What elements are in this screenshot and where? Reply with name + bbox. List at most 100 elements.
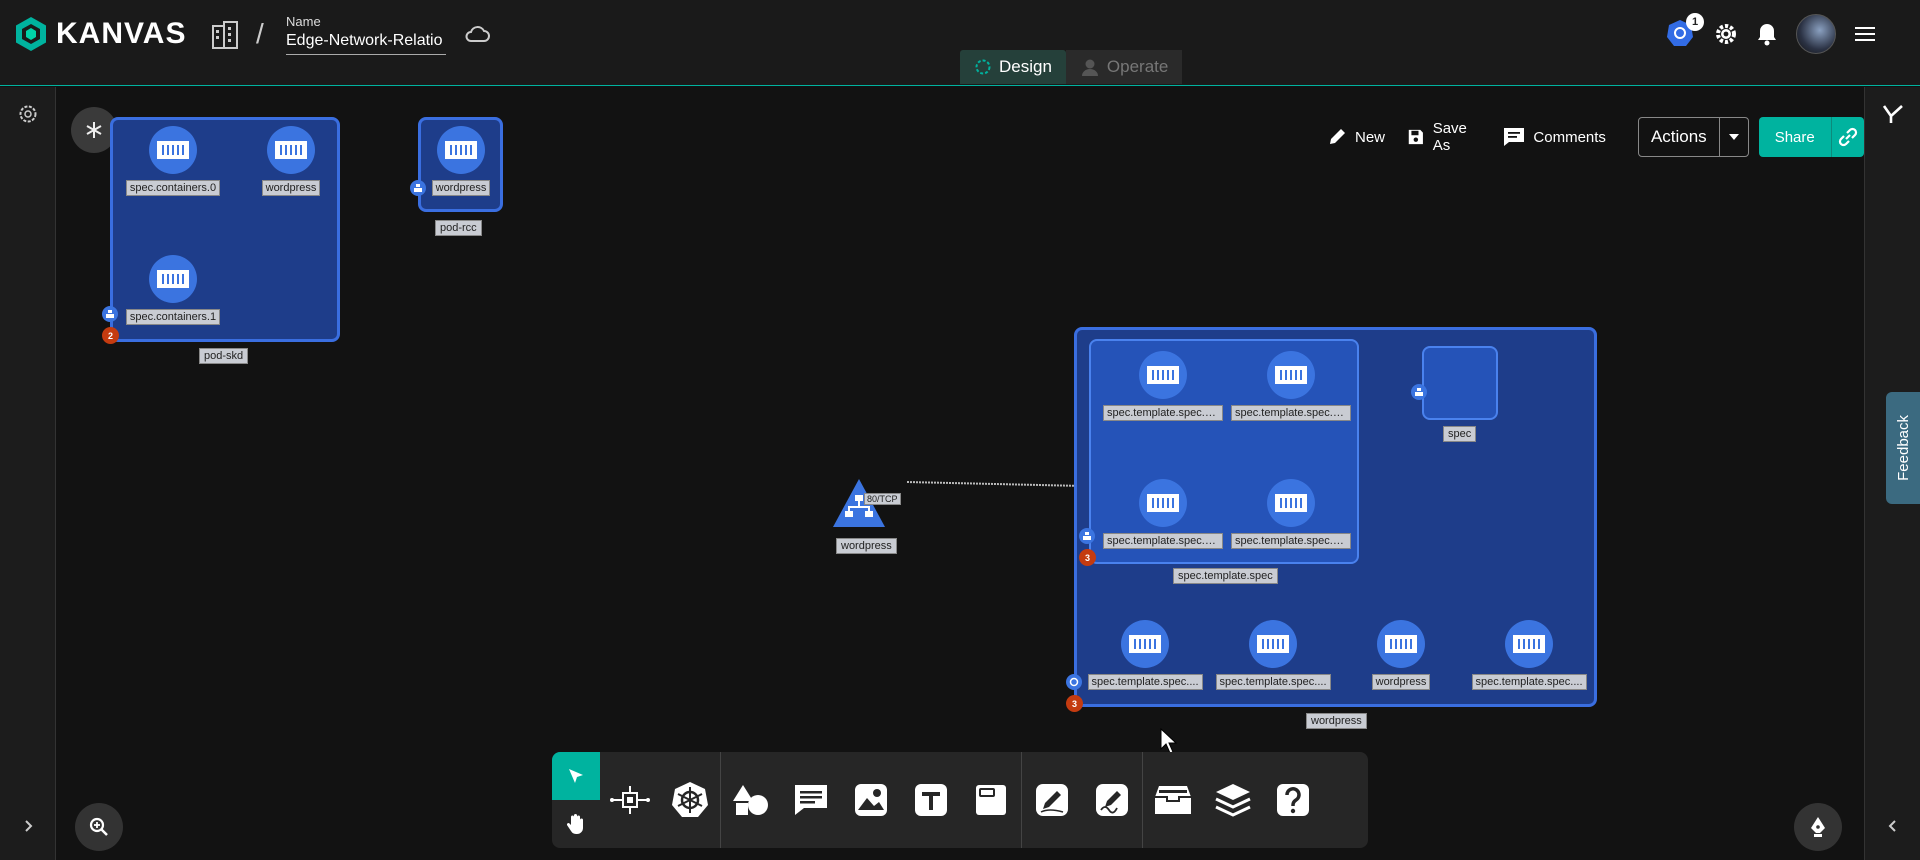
components-tool[interactable] (600, 752, 660, 848)
container-node[interactable]: wordpress (241, 126, 341, 196)
expand-right-panel-button[interactable] (1878, 811, 1908, 841)
group-pod-skd[interactable]: spec.containers.0 wordpress spec.contain… (110, 117, 340, 342)
shapes-icon (732, 783, 770, 817)
app-name: KANVAS (56, 17, 186, 51)
canvas-toolbar: New Save As Comments Actions Share (1327, 117, 1864, 157)
node-label: spec.template.spec.... (1088, 674, 1203, 690)
pen-nib-icon (1808, 816, 1828, 838)
section-icon (974, 783, 1008, 817)
pan-tool[interactable] (552, 800, 600, 848)
menu-icon[interactable] (1854, 25, 1876, 43)
container-icon (1139, 351, 1187, 399)
help-tool[interactable] (1263, 752, 1323, 848)
container-icon (1377, 620, 1425, 668)
freehand-tool[interactable] (1082, 752, 1142, 848)
comments-button[interactable]: Comments (1503, 127, 1606, 147)
group-spec-template-spec[interactable]: spec.template.spec.s... spec.template.sp… (1089, 339, 1359, 564)
text-icon (914, 783, 948, 817)
design-canvas[interactable]: New Save As Comments Actions Share (57, 87, 1863, 860)
comments-label: Comments (1533, 129, 1606, 146)
deployment-icon (1066, 674, 1082, 690)
copy-link-button[interactable] (1832, 117, 1864, 157)
actions-dropdown[interactable]: Actions (1638, 117, 1749, 157)
image-icon (854, 783, 888, 817)
node-label: spec.template.spec.... (1472, 674, 1587, 690)
container-icon (267, 126, 315, 174)
container-node[interactable]: wordpress (1341, 620, 1461, 690)
node-label: spec.template.spec.s... (1231, 533, 1351, 549)
edge-label: 80/TCP (864, 493, 901, 505)
meshery-gear-icon (18, 104, 38, 124)
design-explorer-button[interactable] (13, 99, 43, 129)
container-node[interactable]: spec.template.spec.s... (1103, 479, 1223, 549)
container-icon (1139, 479, 1187, 527)
design-name-input[interactable] (286, 30, 446, 55)
annotation-pen-button[interactable] (1794, 803, 1842, 851)
group-label: spec (1443, 426, 1476, 442)
share-button[interactable]: Share (1759, 117, 1832, 157)
new-label: New (1355, 129, 1385, 146)
helm-icon (671, 781, 709, 819)
container-node[interactable]: spec.template.spec.s... (1231, 351, 1351, 421)
image-tool[interactable] (841, 752, 901, 848)
tab-operate[interactable]: Operate (1066, 50, 1182, 84)
kubernetes-contexts-button[interactable]: 1 (1666, 19, 1696, 49)
pen-draw-tool[interactable] (1022, 752, 1082, 848)
group-label: pod-rcc (435, 220, 482, 236)
child-count-badge: 2 (102, 327, 119, 344)
container-node[interactable]: spec.template.spec.... (1213, 620, 1333, 690)
pointer-icon (566, 766, 586, 786)
tab-design-label: Design (999, 57, 1052, 77)
select-tool[interactable] (552, 752, 600, 800)
kanvas-logo[interactable]: KANVAS (14, 16, 186, 52)
zoom-icon (89, 817, 109, 837)
container-node[interactable]: spec.template.spec.s... (1231, 479, 1351, 549)
new-button[interactable]: New (1327, 127, 1385, 147)
actions-dropdown-toggle[interactable] (1720, 118, 1748, 156)
component-icon (610, 785, 650, 815)
group-pod-rcc[interactable]: wordpress (418, 117, 503, 212)
service-node[interactable] (829, 477, 889, 534)
container-node[interactable]: spec.containers.1 (113, 255, 233, 325)
tab-design[interactable]: Design (960, 50, 1066, 84)
kanvas-logo-icon (14, 16, 48, 52)
name-label: Name (286, 14, 321, 29)
comment-tool[interactable] (781, 752, 841, 848)
operate-icon (1080, 57, 1100, 77)
section-tool[interactable] (961, 752, 1021, 848)
caret-down-icon (1729, 134, 1739, 140)
mode-tabs: Design Operate (960, 50, 1182, 84)
top-bar: KANVAS / Name Design Operate (0, 0, 1920, 86)
help-icon (1276, 783, 1310, 817)
archive-tool[interactable] (1143, 752, 1203, 848)
save-as-button[interactable]: Save As (1407, 120, 1481, 154)
text-tool[interactable] (901, 752, 961, 848)
expand-left-panel-button[interactable] (13, 811, 43, 841)
group-label: spec.template.spec (1173, 568, 1278, 584)
chevron-left-icon (1886, 819, 1900, 833)
kubernetes-tool[interactable] (660, 752, 720, 848)
left-rail (0, 87, 56, 860)
bell-icon[interactable] (1756, 22, 1778, 46)
group-spec[interactable] (1422, 346, 1498, 420)
zoom-button[interactable] (75, 803, 123, 851)
node-label: spec.containers.1 (126, 309, 220, 325)
group-label: wordpress (1306, 713, 1367, 729)
container-node[interactable]: spec.template.spec.s... (1103, 351, 1223, 421)
cloud-icon[interactable] (464, 24, 490, 44)
gear-icon[interactable] (1714, 22, 1738, 46)
container-node[interactable]: spec.template.spec.... (1469, 620, 1589, 690)
group-wordpress-deployment[interactable]: spec.template.spec.s... spec.template.sp… (1074, 327, 1597, 707)
layer5-button[interactable] (1878, 99, 1908, 129)
organization-icon[interactable] (210, 20, 240, 50)
node-label: spec.template.spec.... (1216, 674, 1331, 690)
link-icon (1837, 126, 1859, 148)
user-avatar[interactable] (1796, 14, 1836, 54)
pencil-icon (1327, 127, 1347, 147)
container-node[interactable]: spec.template.spec.... (1085, 620, 1205, 690)
container-node[interactable]: spec.containers.0 (113, 126, 233, 196)
shapes-tool[interactable] (721, 752, 781, 848)
feedback-tab[interactable]: Feedback (1886, 392, 1920, 504)
mouse-cursor-icon (1160, 728, 1178, 754)
layers-tool[interactable] (1203, 752, 1263, 848)
